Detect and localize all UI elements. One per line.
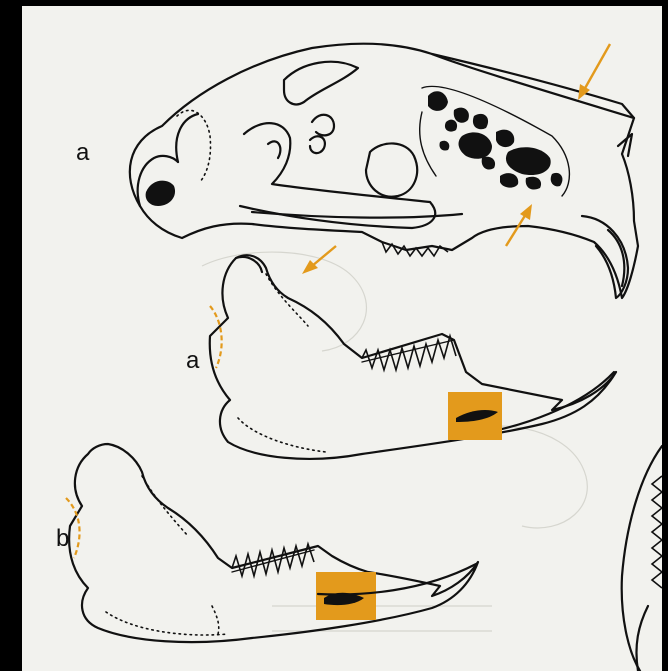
lower-molar-row-b: [232, 544, 314, 576]
mandible-a-drawing: [210, 255, 616, 459]
arrow-nasal: [578, 44, 610, 100]
mandible-a-outline: [210, 255, 616, 459]
partial-figure-right-edge: [622, 446, 662, 671]
orange-arrows: [302, 44, 610, 274]
label-mandible-b: b: [56, 525, 69, 552]
figure-page: a a b: [22, 6, 662, 671]
arrow-coronoid: [302, 246, 336, 274]
bleed-through-ghost: [202, 252, 587, 631]
mandible-b-outline: [69, 444, 478, 642]
upper-molar-row: [382, 242, 448, 256]
label-mandible-a: a: [186, 347, 200, 374]
maxillary-fenestrae: [420, 86, 570, 196]
occipital-condyle: [146, 181, 175, 206]
skull-drawing: [130, 44, 638, 298]
skull-and-mandible-illustration: a a b: [22, 6, 662, 671]
label-skull-a: a: [76, 139, 90, 166]
mandible-b-drawing: [66, 444, 478, 642]
